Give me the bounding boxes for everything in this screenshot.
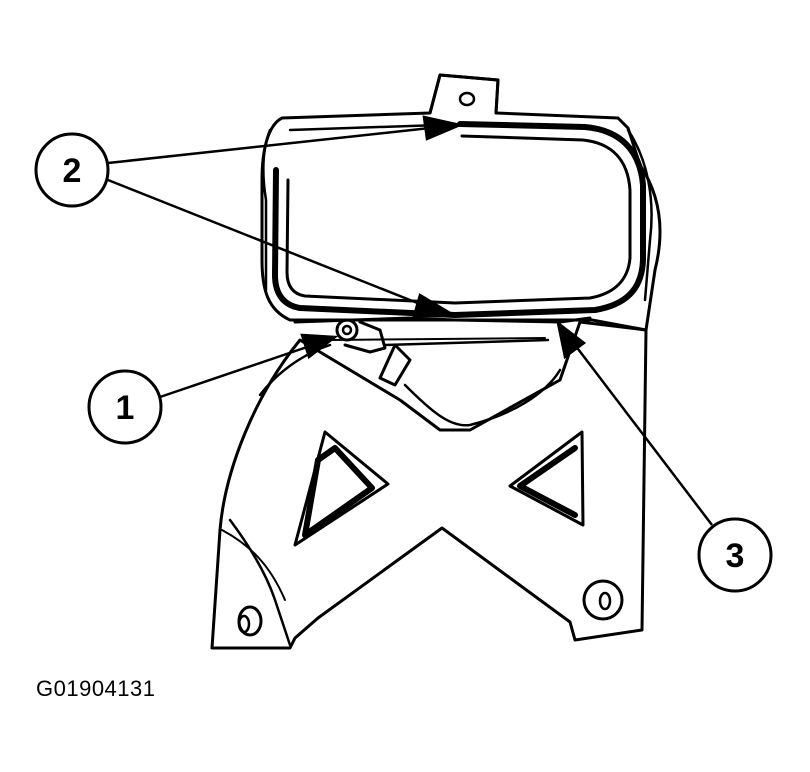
callout-3-label: 3 <box>726 537 745 575</box>
callout-3: 3 <box>697 517 773 593</box>
left-triangle-inner <box>302 445 375 538</box>
bracket-center-curve <box>403 368 562 427</box>
callout-2-label: 2 <box>63 152 82 190</box>
gasket-outer <box>272 121 646 318</box>
arrowhead-1 <box>300 333 339 360</box>
arrowhead-2b <box>412 293 460 318</box>
arrowhead-3 <box>556 319 587 360</box>
latch-screw-center <box>341 324 353 336</box>
leader-line-3 <box>574 344 713 526</box>
latch-screw <box>335 318 359 342</box>
bolt-hole-right <box>582 579 624 621</box>
housing-left-wall <box>262 128 272 292</box>
sill-lower-line <box>329 337 546 341</box>
top-mount-tab <box>428 73 500 115</box>
opening-sill <box>293 316 592 324</box>
right-triangle-inner <box>517 445 578 518</box>
bolt-hole-right-inner <box>598 591 612 611</box>
right-triangle-window <box>508 430 585 527</box>
left-triangle-window <box>293 430 390 547</box>
gasket-inner <box>285 134 632 305</box>
latch-rod <box>383 338 550 347</box>
leader-line-1 <box>159 344 311 399</box>
callout-1-label: 1 <box>116 389 135 427</box>
bracket-left-edge <box>228 518 292 647</box>
housing-top-edge <box>288 123 442 132</box>
bracket-left-flange <box>221 529 286 601</box>
leader-line-2b <box>107 178 426 308</box>
top-mount-hole <box>458 91 476 107</box>
housing-right-flange <box>626 128 653 302</box>
latch-lever <box>343 320 387 354</box>
callout-2: 2 <box>34 132 110 208</box>
figure-id: G01904131 <box>36 676 156 701</box>
leader-line-2a <box>107 126 431 165</box>
bolt-hole-left-inner <box>237 614 251 634</box>
callout-1: 1 <box>87 369 163 445</box>
arrowhead-2a <box>422 115 465 141</box>
housing-outer-frame <box>260 73 662 332</box>
latch-hook <box>378 343 412 387</box>
bracket-body <box>210 320 648 650</box>
